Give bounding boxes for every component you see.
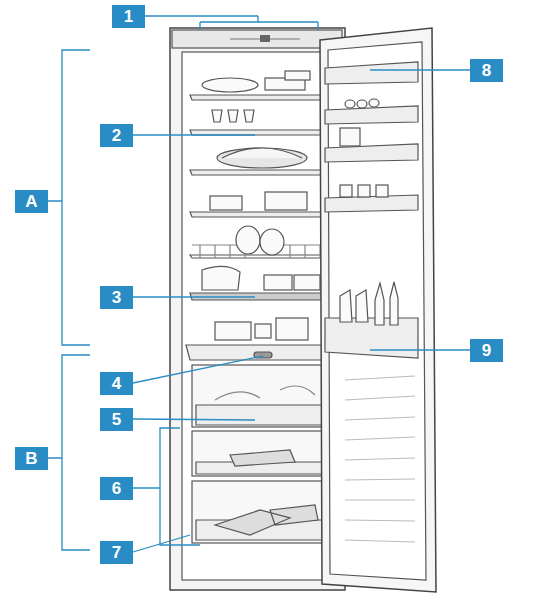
callout-number: 2 bbox=[100, 124, 133, 147]
callout-number: 6 bbox=[100, 477, 133, 500]
callout-number: 4 bbox=[100, 372, 133, 395]
callout-number: 1 bbox=[112, 5, 145, 28]
callout-number: 3 bbox=[100, 286, 133, 309]
callout-number: 7 bbox=[100, 541, 133, 564]
fridge-body bbox=[170, 28, 436, 592]
callout-number: A bbox=[15, 190, 48, 213]
callout-number: 9 bbox=[470, 339, 503, 362]
callout-number: B bbox=[15, 447, 48, 470]
callout-number: 8 bbox=[470, 59, 503, 82]
callout-number: 5 bbox=[100, 408, 133, 431]
leader-lines bbox=[48, 16, 470, 552]
